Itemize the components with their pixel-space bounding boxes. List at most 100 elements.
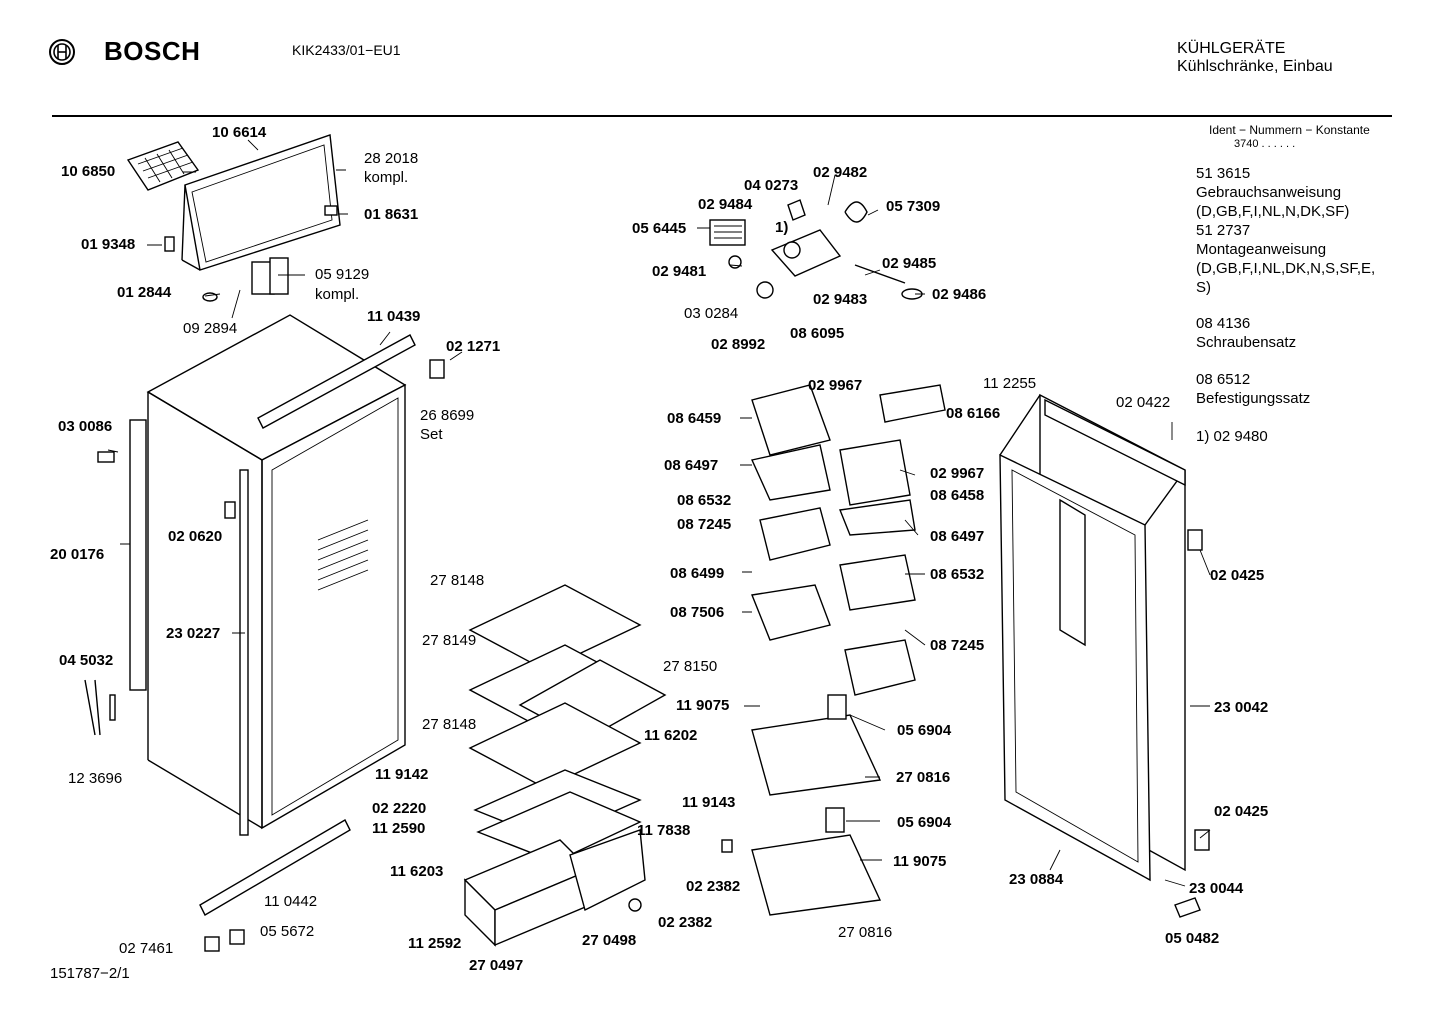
part-label: 08 6532: [930, 566, 985, 583]
part-label: 08 7245: [930, 637, 985, 654]
part-label: 11 9143: [682, 794, 736, 811]
part-label: 02 9486: [932, 286, 987, 303]
part-label: 05 5672: [260, 923, 315, 940]
part-label: 27 8150: [663, 658, 718, 675]
part-label: kompl.: [315, 286, 360, 303]
part-label: 02 9967: [930, 465, 985, 482]
part-label: 01 9348: [81, 236, 136, 253]
part-label: 02 9484: [698, 196, 753, 213]
part-label: 02 7461: [119, 940, 174, 957]
konstante-value: 3740 . . . . . .: [1234, 138, 1296, 150]
part-label: 27 0816: [896, 769, 951, 786]
part-label: 05 9129: [315, 266, 370, 283]
part-label: 01 2844: [117, 284, 172, 301]
part-label: 11 2590: [372, 820, 426, 837]
part-label: 02 9483: [813, 291, 868, 308]
part-label: 05 6445: [632, 220, 687, 237]
bottom-rail: [199, 819, 351, 916]
part-label: 08 6166: [946, 405, 1001, 422]
part-label: 11 0442: [264, 893, 318, 910]
part-label: 08 6497: [930, 528, 985, 545]
side-info-line: Montageanweisung: [1196, 241, 1327, 258]
part-label: 02 9485: [882, 255, 937, 272]
freezer-door: [181, 134, 341, 271]
part-label: 27 0497: [469, 957, 524, 974]
part-label: 08 6458: [930, 487, 985, 504]
side-info-line: (D,GB,F,I,NL,DK,N,S,SF,E,: [1196, 260, 1376, 277]
part-label: 23 0884: [1009, 871, 1064, 888]
side-info-line: 51 3615: [1196, 165, 1251, 182]
part-label: 08 6497: [664, 457, 719, 474]
part-label: 02 0620: [168, 528, 223, 545]
part-label: 03 0086: [58, 418, 113, 435]
part-label: 11 6203: [390, 863, 444, 880]
category-title: KÜHLGERÄTE: [1177, 40, 1286, 57]
side-info-line: S): [1196, 279, 1211, 296]
category-subtitle: Kühlschränke, Einbau: [1177, 58, 1333, 75]
part-label: 10 6614: [212, 124, 267, 141]
part-label: 04 0273: [744, 177, 799, 194]
part-label: 08 6532: [677, 492, 732, 509]
part-label: 27 8148: [430, 572, 485, 589]
part-label: 02 2220: [372, 800, 427, 817]
cabinet: [129, 314, 407, 836]
part-label: 03 0284: [684, 305, 739, 322]
glass-shelves: [468, 584, 667, 863]
part-label: 11 7838: [637, 822, 691, 839]
part-label: 05 6904: [897, 814, 952, 831]
part-label: 02 9482: [813, 164, 868, 181]
part-label: 11 9075: [676, 697, 730, 714]
ice-tray: [126, 141, 200, 191]
drawing-number: 151787−2/1: [50, 965, 130, 982]
header-divider: [52, 115, 1392, 117]
part-label: 11 9075: [893, 853, 947, 870]
part-label: 23 0227: [166, 625, 221, 642]
door-bins: [751, 384, 946, 916]
crisper-drawers: [463, 829, 646, 947]
part-label: kompl.: [364, 169, 409, 186]
part-label: 02 2382: [686, 878, 741, 895]
part-label: 08 7245: [677, 516, 732, 533]
part-label: 02 9481: [652, 263, 707, 280]
ident-header: Ident − Nummern − Konstante: [1209, 123, 1370, 137]
bosch-logo-icon: [49, 39, 75, 65]
side-info-line: 51 2737: [1196, 222, 1251, 239]
part-label: 23 0044: [1189, 880, 1244, 897]
part-label: 08 6459: [667, 410, 722, 427]
part-label: 27 0816: [838, 924, 893, 941]
part-label: 02 0425: [1214, 803, 1269, 820]
part-label: 11 2592: [408, 935, 462, 952]
part-label: 27 8148: [422, 716, 477, 733]
part-label: 27 0498: [582, 932, 637, 949]
part-label: 26 8699: [420, 407, 475, 424]
part-label: 20 0176: [50, 546, 105, 563]
part-label: Set: [420, 426, 443, 443]
part-label: 11 9142: [375, 766, 429, 783]
side-info-line: 08 4136: [1196, 315, 1251, 332]
part-label: 11 0439: [367, 308, 421, 325]
part-label: 08 6499: [670, 565, 725, 582]
part-label: 11 6202: [644, 727, 698, 744]
side-info-line: Gebrauchsanweisung: [1196, 184, 1342, 201]
side-info-line: (D,GB,F,I,NL,N,DK,SF): [1196, 203, 1350, 220]
top-rail: [257, 334, 416, 429]
model-number: KIK2433/01−EU1: [292, 42, 401, 58]
part-label: 02 2382: [658, 914, 713, 931]
refrigerator-door: [999, 393, 1210, 918]
brand-wordmark: BOSCH: [104, 36, 201, 66]
part-label: 02 9967: [808, 377, 863, 394]
part-label: 08 6095: [790, 325, 845, 342]
part-label: 1): [775, 219, 789, 236]
part-label: 09 2894: [183, 320, 238, 337]
side-info-line: Schraubensatz: [1196, 334, 1297, 351]
part-label: 11 2255: [983, 375, 1037, 392]
side-info-line: Befestigungssatz: [1196, 390, 1311, 407]
side-info-line: 08 6512: [1196, 371, 1251, 388]
part-label: 02 1271: [446, 338, 501, 355]
part-label: 05 0482: [1165, 930, 1220, 947]
side-info-line: 1) 02 9480: [1196, 428, 1268, 445]
part-label: 23 0042: [1214, 699, 1269, 716]
part-label: 02 8992: [711, 336, 766, 353]
thermostat-assembly: [709, 199, 923, 300]
